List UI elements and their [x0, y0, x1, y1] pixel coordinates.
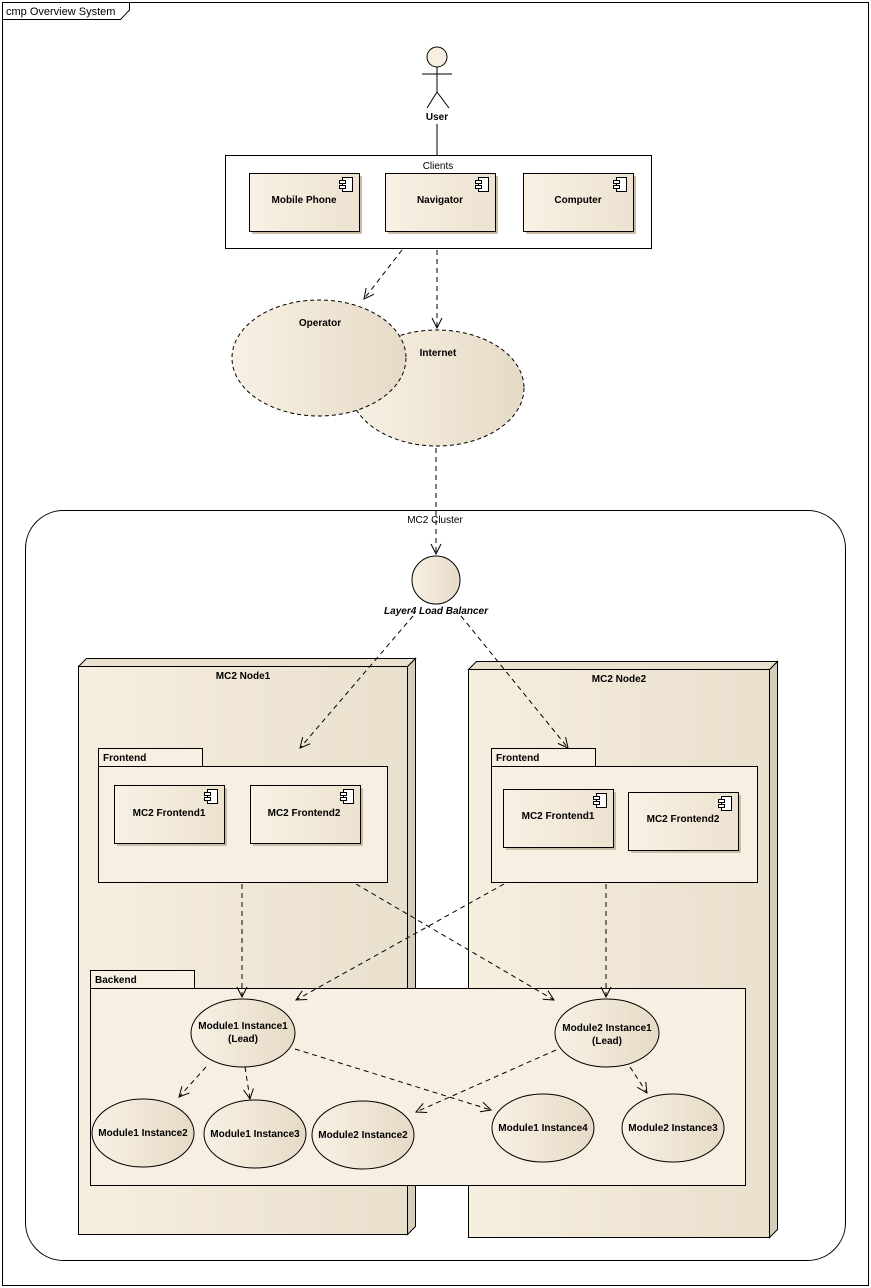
- dependency-arrow: [416, 1049, 557, 1112]
- component-node1-frontend1: MC2 Frontend1: [114, 785, 227, 846]
- dependency-arrow: [300, 615, 414, 748]
- module1-lead-tag: (Lead): [228, 1034, 258, 1045]
- component-node2-frontend2: MC2 Frontend2: [628, 792, 741, 853]
- dependency-arrow: [460, 615, 568, 748]
- user-label: User: [426, 112, 448, 123]
- component-icon: [340, 789, 354, 804]
- internet-label: Internet: [420, 348, 457, 359]
- component-icon: [204, 789, 218, 804]
- navigator-label: Navigator: [417, 195, 463, 206]
- component-icon: [475, 177, 489, 192]
- module2-instance3-label: Module2 Instance3: [628, 1123, 718, 1134]
- cluster-title: MC2 Cluster: [407, 515, 463, 526]
- operator-node: Operator: [231, 299, 407, 417]
- load-balancer-interface: Layer4 Load Balancer: [384, 555, 489, 617]
- dependency-arrow: [355, 883, 554, 1000]
- user-actor: User: [422, 46, 452, 123]
- component-icon: [718, 796, 732, 811]
- dependency-arrow: [179, 1066, 207, 1097]
- module1-instance1-lead: Module1 Instance1 (Lead): [190, 998, 296, 1068]
- component-navigator: Navigator: [385, 173, 498, 234]
- node2-frontend-tab: Frontend: [496, 753, 539, 764]
- node1-frontend-tab: Frontend: [103, 753, 146, 764]
- module1-instance3: Module1 Instance3: [203, 1099, 307, 1169]
- module2-instance2: Module2 Instance2: [311, 1100, 415, 1170]
- module1-instance4-label: Module1 Instance4: [498, 1123, 588, 1134]
- load-balancer-label: Layer4 Load Balancer: [384, 606, 489, 617]
- module1-instance3-label: Module1 Instance3: [210, 1129, 300, 1140]
- node1-frontend1-label: MC2 Frontend1: [133, 808, 206, 819]
- backend-tab: Backend: [95, 975, 137, 986]
- component-icon: [339, 177, 353, 192]
- node1-frontend2-label: MC2 Frontend2: [268, 808, 341, 819]
- dependency-arrow: [364, 249, 403, 299]
- module1-instance4: Module1 Instance4: [491, 1093, 595, 1163]
- computer-label: Computer: [554, 195, 601, 206]
- module2-lead-name: Module2 Instance1: [562, 1023, 652, 1034]
- operator-label: Operator: [299, 318, 341, 329]
- module1-instance2-label: Module1 Instance2: [98, 1128, 188, 1139]
- module2-instance3: Module2 Instance3: [621, 1093, 725, 1163]
- clients-title: Clients: [423, 161, 454, 172]
- node2-frontend2-label: MC2 Frontend2: [647, 814, 720, 825]
- dependency-arrow: [294, 1048, 491, 1110]
- component-computer: Computer: [523, 173, 636, 234]
- frame-title: cmp Overview System: [6, 6, 115, 18]
- mobile-phone-label: Mobile Phone: [272, 195, 337, 206]
- component-node1-frontend2: MC2 Frontend2: [250, 785, 363, 846]
- dependency-arrow: [296, 883, 505, 1000]
- component-icon: [613, 177, 627, 192]
- component-mobile-phone: Mobile Phone: [249, 173, 362, 234]
- module2-lead-tag: (Lead): [592, 1036, 622, 1047]
- module1-instance2: Module1 Instance2: [91, 1098, 195, 1168]
- module1-lead-name: Module1 Instance1: [198, 1021, 288, 1032]
- node1-title: MC2 Node1: [216, 671, 271, 682]
- node2-title: MC2 Node2: [592, 674, 647, 685]
- module2-instance2-label: Module2 Instance2: [318, 1130, 408, 1141]
- component-node2-frontend1: MC2 Frontend1: [503, 789, 616, 850]
- node2-frontend1-label: MC2 Frontend1: [522, 811, 595, 822]
- module2-instance1-lead: Module2 Instance1 (Lead): [554, 998, 660, 1068]
- component-icon: [593, 793, 607, 808]
